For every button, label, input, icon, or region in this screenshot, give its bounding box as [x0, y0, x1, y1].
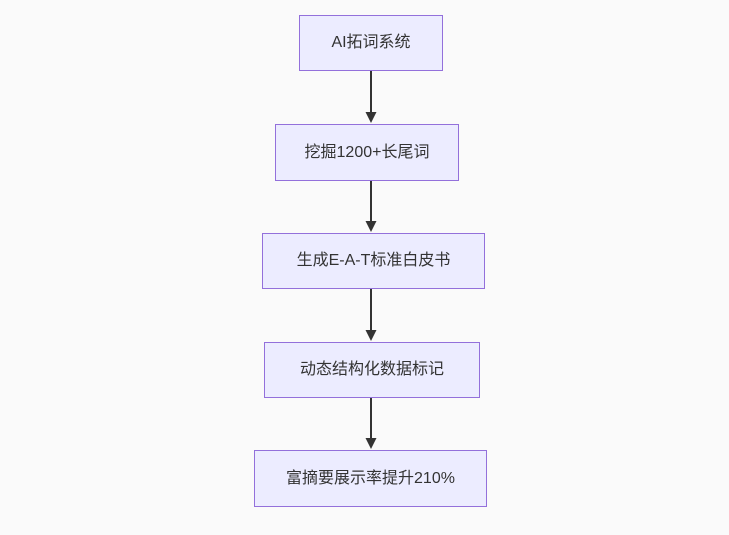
- edge-n3-n4: [365, 289, 377, 341]
- flowchart-node-longtail-mining: 挖掘1200+长尾词: [275, 124, 459, 181]
- node-label: 动态结构化数据标记: [299, 361, 444, 379]
- flowchart-node-structured-data-markup: 动态结构化数据标记: [264, 342, 480, 398]
- edge-n4-n5: [365, 398, 377, 449]
- flowchart-node-eat-whitepaper: 生成E-A-T标准白皮书: [262, 233, 485, 289]
- node-label: AI拓词系统: [331, 34, 411, 52]
- node-label: 挖掘1200+长尾词: [304, 143, 430, 161]
- edge-n1-n2: [365, 71, 377, 123]
- edge-n2-n3: [365, 181, 377, 232]
- node-label: 生成E-A-T标准白皮书: [296, 252, 451, 270]
- node-label: 富摘要展示率提升210%: [286, 469, 455, 487]
- flowchart-node-rich-snippet-rate: 富摘要展示率提升210%: [254, 450, 487, 507]
- flowchart-node-ai-expansion-system: AI拓词系统: [299, 15, 443, 71]
